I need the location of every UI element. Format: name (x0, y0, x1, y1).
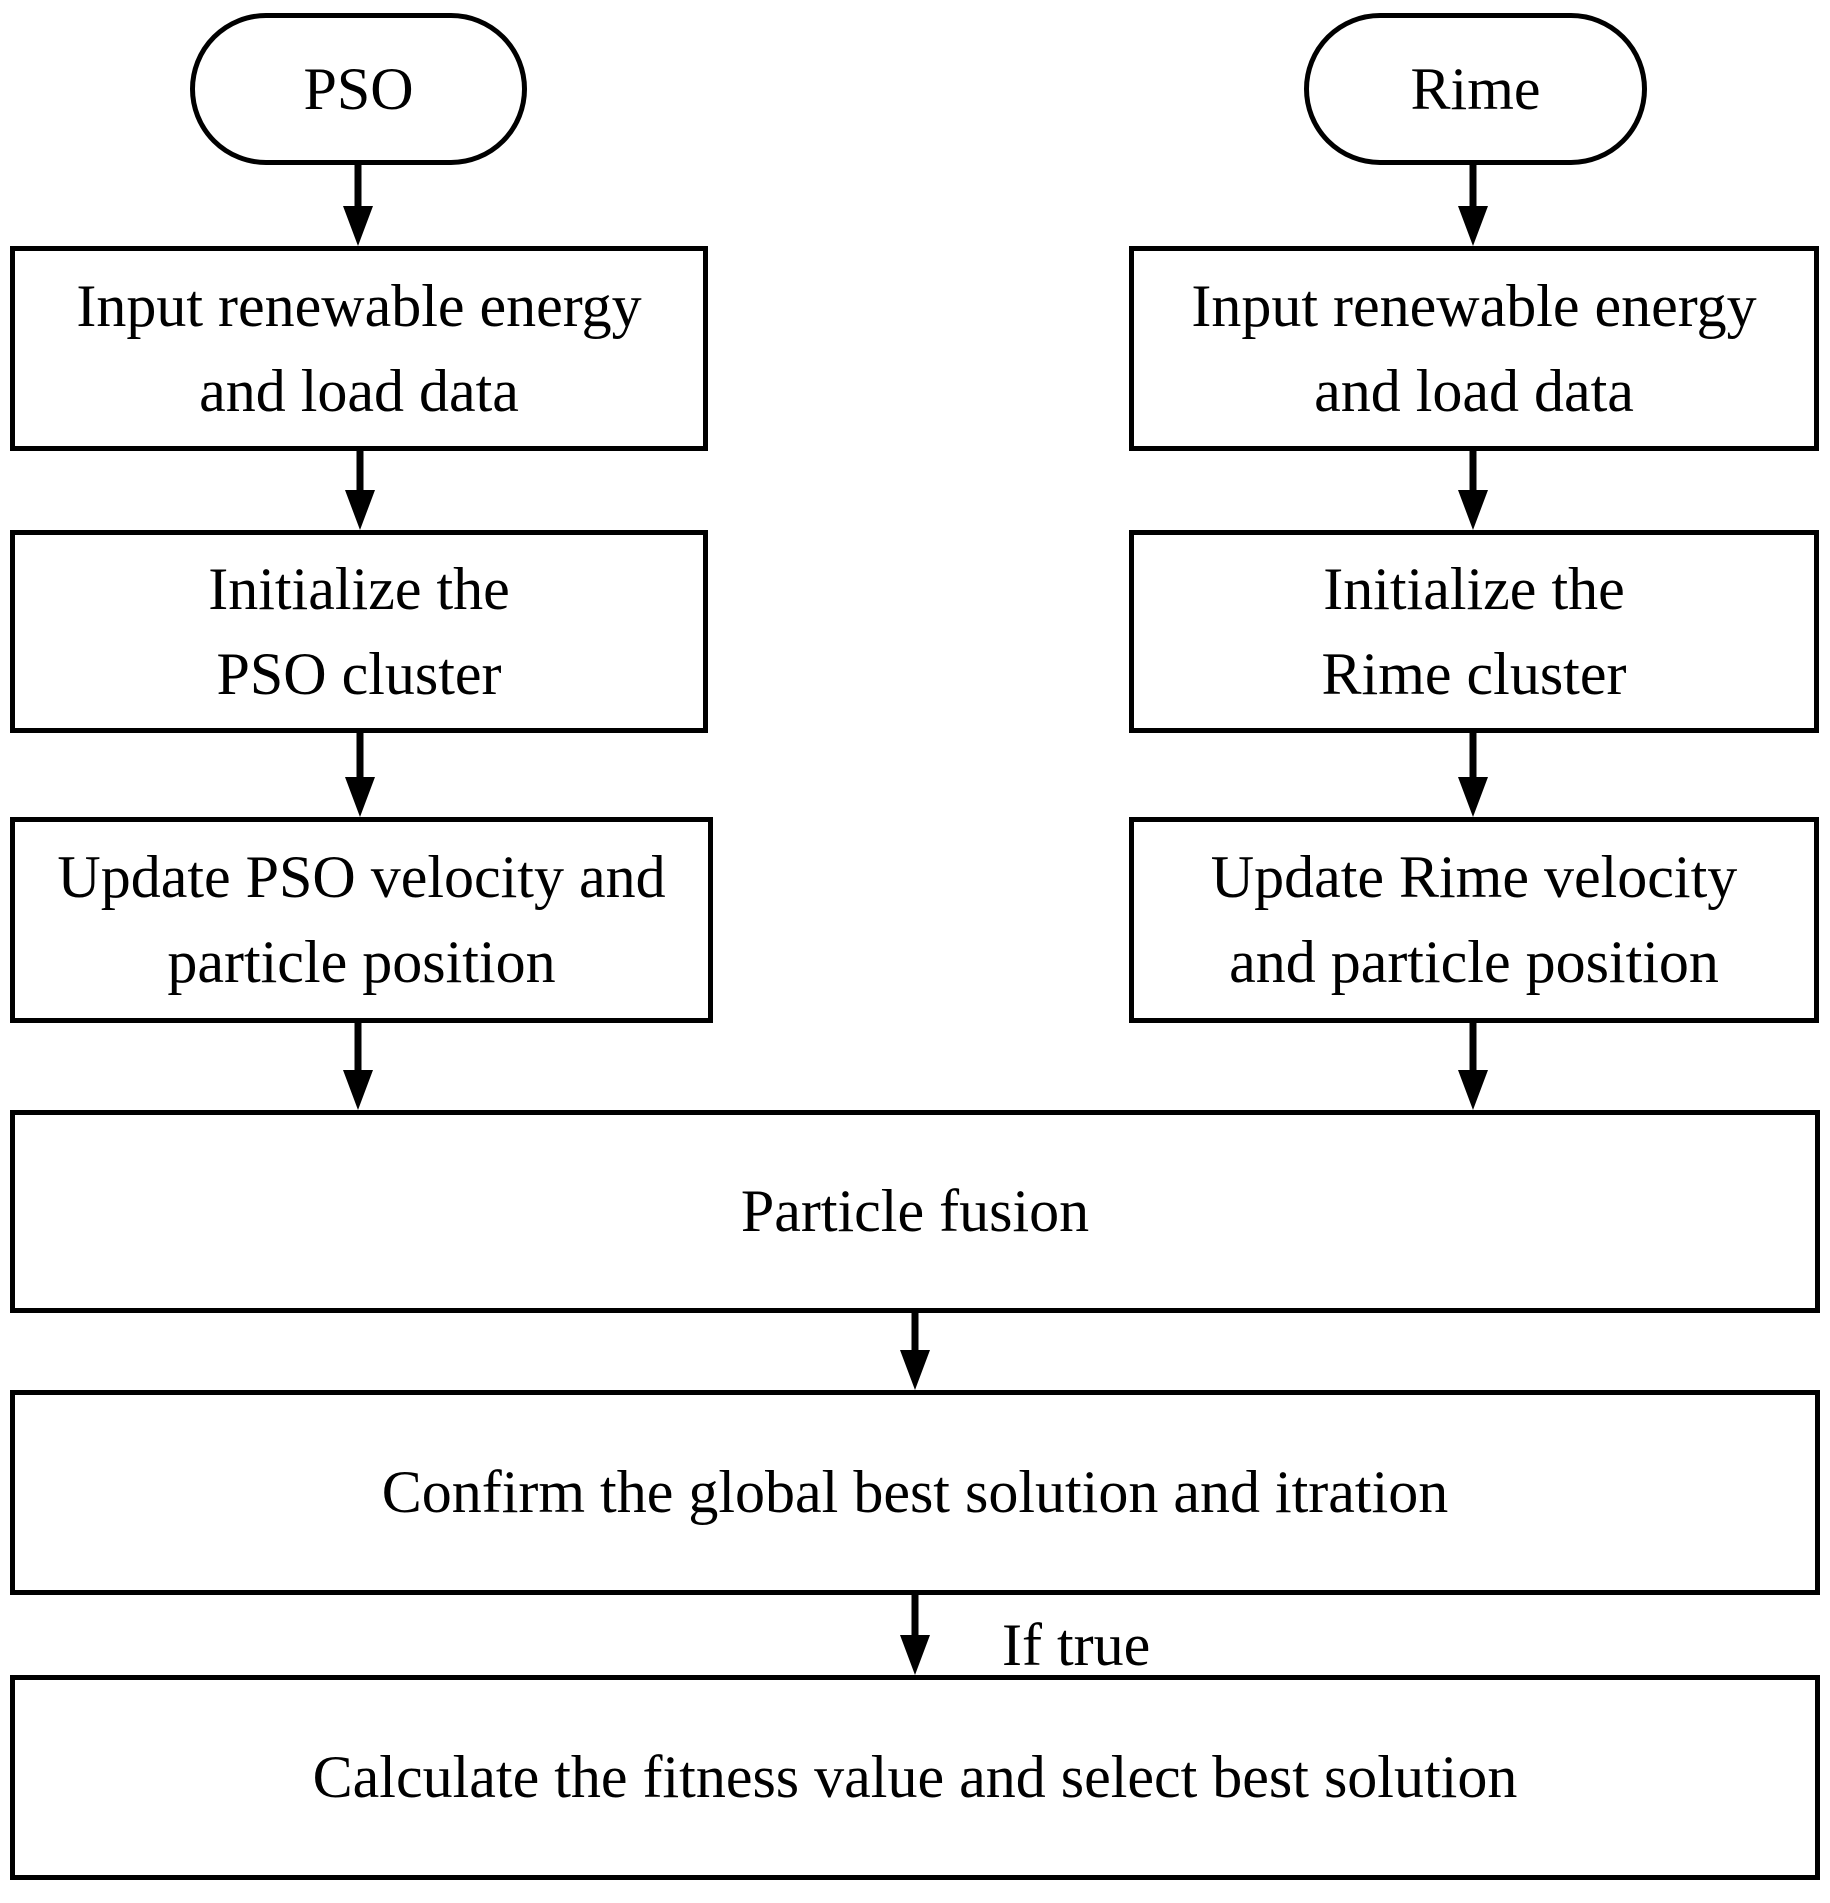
pso-input-box: Input renewable energy and load data (10, 246, 708, 451)
particle-fusion-box: Particle fusion (10, 1110, 1820, 1313)
pso-start-node: PSO (190, 13, 527, 165)
arrow-pso-update-to-fusion (343, 1023, 373, 1110)
arrow-confirm-to-calculate (900, 1595, 930, 1675)
arrow-rime-input-to-init (1458, 451, 1488, 530)
pso-update-box: Update PSO velocity and particle positio… (10, 817, 713, 1023)
arrow-pso-init-to-update (345, 733, 375, 817)
arrow-fusion-to-confirm (900, 1313, 930, 1390)
rime-init-box: Initialize the Rime cluster (1129, 530, 1819, 733)
arrow-pso-input-to-init (345, 451, 375, 530)
arrow-rime-start-to-input (1458, 165, 1488, 246)
pso-init-box: Initialize the PSO cluster (10, 530, 708, 733)
arrow-rime-init-to-update (1458, 733, 1488, 817)
rime-start-node: Rime (1304, 13, 1647, 165)
rime-update-box: Update Rime velocity and particle positi… (1129, 817, 1819, 1023)
arrow-rime-update-to-fusion (1458, 1023, 1488, 1110)
if-true-label: If true (1002, 1612, 1151, 1678)
rime-input-box: Input renewable energy and load data (1129, 246, 1819, 451)
arrow-pso-start-to-input (343, 165, 373, 246)
confirm-box: Confirm the global best solution and itr… (10, 1390, 1820, 1595)
calculate-box: Calculate the fitness value and select b… (10, 1675, 1820, 1880)
